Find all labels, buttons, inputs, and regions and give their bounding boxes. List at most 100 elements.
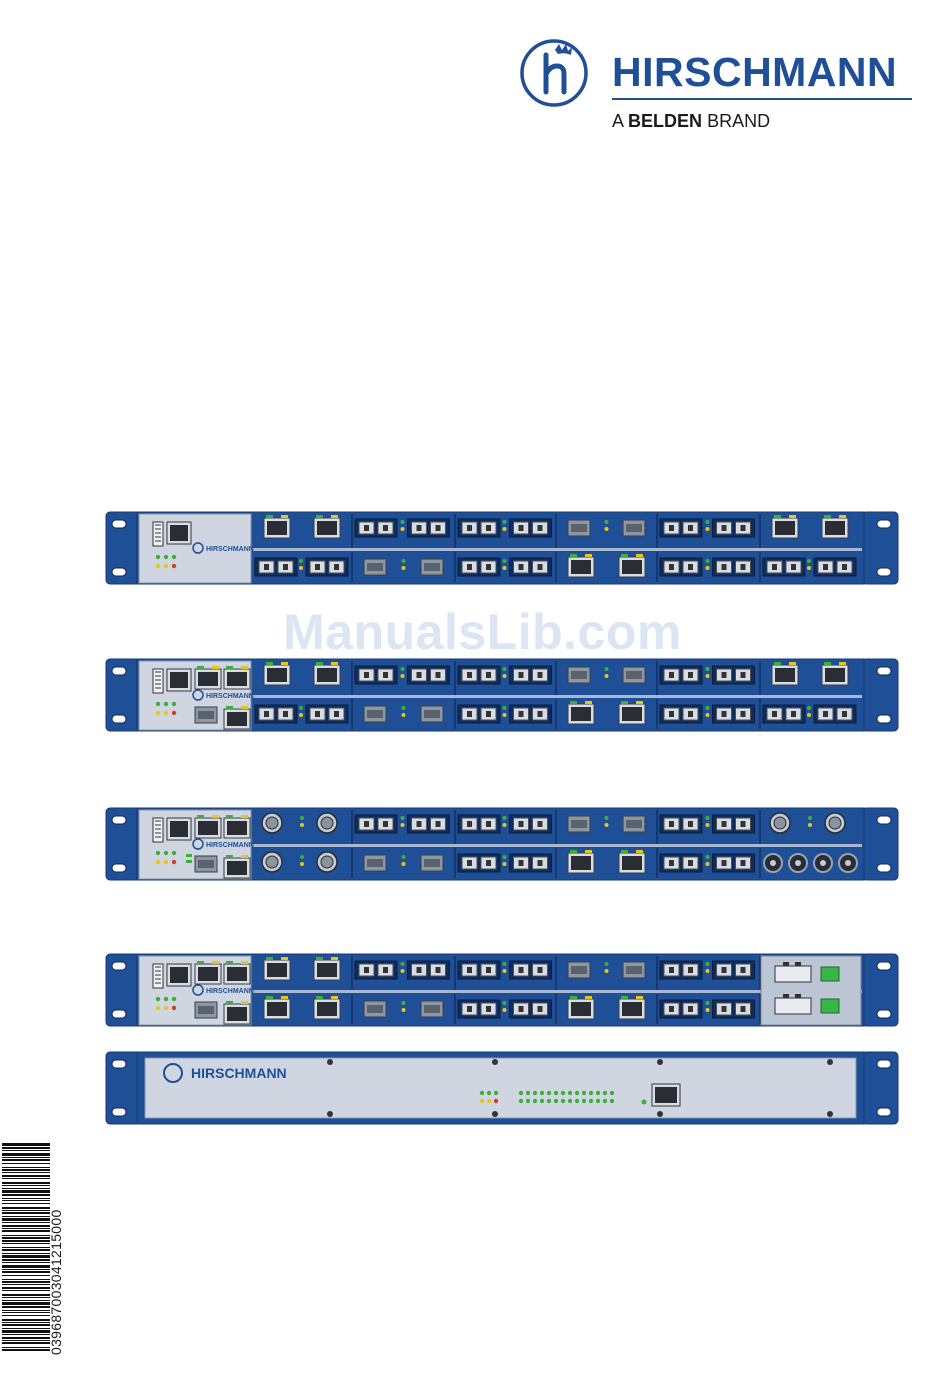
- barcode-bar: [2, 1230, 50, 1232]
- port-led: [636, 554, 643, 557]
- port-status-led: [596, 1099, 600, 1103]
- sc-ferrule: [722, 564, 727, 570]
- usb-port-icon: [153, 669, 163, 693]
- status-led: [487, 1099, 491, 1103]
- port-led: [226, 666, 233, 669]
- status-led: [172, 860, 176, 864]
- barcode-digits: 039687003041215000: [48, 1209, 64, 1355]
- port-led: [281, 996, 288, 999]
- sc-ferrule: [383, 967, 388, 973]
- sc-ferrule: [364, 525, 369, 531]
- barcode-bar: [2, 1203, 50, 1204]
- sc-ferrule: [722, 1006, 727, 1012]
- port-status-led: [589, 1099, 593, 1103]
- rj45-opening: [622, 856, 642, 870]
- sc-ferrule: [519, 672, 524, 678]
- barcode-bar: [2, 1294, 50, 1296]
- sc-ferrule: [417, 672, 422, 678]
- mounting-slot: [112, 715, 126, 723]
- sc-ferrule: [669, 860, 674, 866]
- mounting-slot: [112, 864, 126, 872]
- rj45-opening: [227, 861, 247, 875]
- mounting-slot: [112, 1010, 126, 1018]
- port-led: [839, 662, 846, 665]
- sc-ferrule: [519, 967, 524, 973]
- rj45-opening: [571, 560, 591, 574]
- sc-ferrule: [283, 711, 288, 717]
- status-led: [156, 997, 160, 1001]
- port-status-led: [575, 1091, 579, 1095]
- rj45-opening: [571, 707, 591, 721]
- rj45-opening: [227, 821, 247, 835]
- barcode-bar: [2, 1328, 50, 1329]
- rj45-opening: [622, 1002, 642, 1016]
- port-status-led: [554, 1099, 558, 1103]
- rj45-opening: [571, 1002, 591, 1016]
- panel-brand-label: HIRSCHMANN: [206, 842, 254, 849]
- barcode-bar: [2, 1306, 50, 1308]
- status-led: [807, 559, 811, 563]
- port-led: [241, 855, 248, 858]
- sc-ferrule: [519, 525, 524, 531]
- rj45-opening: [267, 963, 287, 977]
- barcode-bar: [2, 1297, 50, 1298]
- sc-ferrule: [334, 711, 339, 717]
- barcode-bar: [2, 1188, 50, 1189]
- port-led: [570, 996, 577, 999]
- sc-ferrule: [722, 711, 727, 717]
- usb-port-icon: [153, 522, 163, 546]
- port-status-led: [568, 1091, 572, 1095]
- barcode-bar: [2, 1284, 50, 1285]
- status-led: [503, 1008, 507, 1012]
- status-led: [164, 860, 168, 864]
- status-led: [402, 862, 406, 866]
- sc-ferrule: [467, 860, 472, 866]
- barcode-bar: [2, 1225, 50, 1227]
- rj45-opening: [622, 707, 642, 721]
- watermark: ManualsLib.com: [0, 602, 950, 662]
- rj45-opening: [571, 856, 591, 870]
- rj45-opening: [317, 521, 337, 535]
- barcode-bar: [2, 1334, 50, 1335]
- status-led: [706, 713, 710, 717]
- tagline-suffix: BRAND: [707, 111, 770, 131]
- port-status-led: [610, 1091, 614, 1095]
- barcode-bar: [2, 1302, 50, 1305]
- status-led: [164, 555, 168, 559]
- sc-ferrule: [486, 525, 491, 531]
- sc-ferrule: [315, 711, 320, 717]
- console-opening: [170, 672, 188, 688]
- m12-inner: [829, 817, 841, 829]
- barcode-bar: [2, 1182, 50, 1184]
- coax-pin: [795, 860, 801, 866]
- status-led: [172, 997, 176, 1001]
- barcode-bar: [2, 1243, 50, 1244]
- rj45-opening: [825, 521, 845, 535]
- rj45-opening: [267, 521, 287, 535]
- barcode-bar: [2, 1330, 50, 1333]
- status-led: [706, 855, 710, 859]
- sc-ferrule: [264, 564, 269, 570]
- sfp-cage: [198, 860, 214, 868]
- sfp-cage: [198, 1006, 214, 1014]
- sc-ferrule: [538, 672, 543, 678]
- barcode-bar: [2, 1262, 50, 1263]
- panel-screw: [327, 1111, 333, 1117]
- status-led: [164, 851, 168, 855]
- barcode-bar: [2, 1342, 50, 1344]
- port-led: [226, 1001, 233, 1004]
- coax-pin: [845, 860, 851, 866]
- sc-ferrule: [467, 672, 472, 678]
- port-led: [266, 662, 273, 665]
- status-led: [172, 851, 176, 855]
- status-led: [605, 527, 609, 531]
- status-led: [706, 969, 710, 973]
- sfp-cage: [198, 711, 214, 719]
- status-led: [402, 855, 406, 859]
- sc-ferrule: [538, 821, 543, 827]
- panel-brand-label: HIRSCHMANN: [206, 988, 254, 995]
- sc-ferrule: [722, 672, 727, 678]
- port-status-led: [561, 1099, 565, 1103]
- status-led: [503, 823, 507, 827]
- barcode-bar: [2, 1185, 50, 1186]
